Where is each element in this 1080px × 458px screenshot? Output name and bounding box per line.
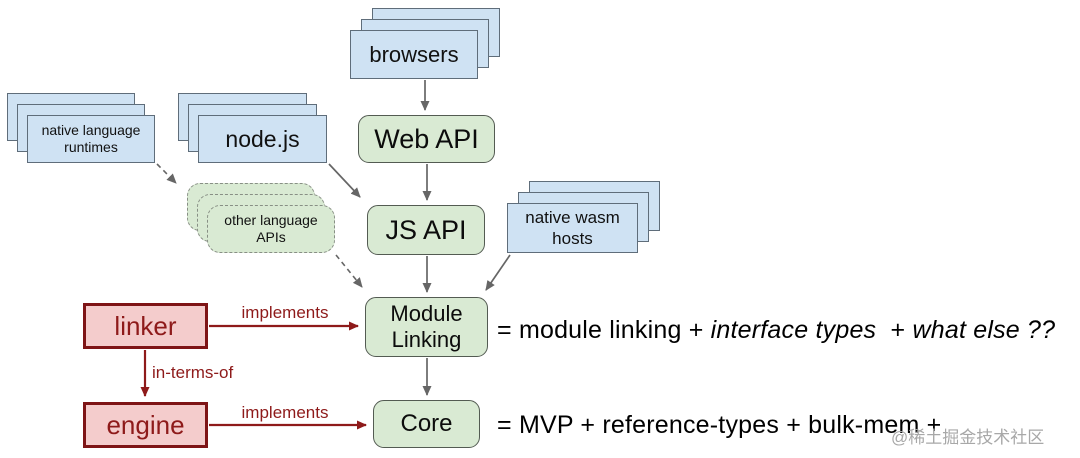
native-language-runtimes-label-line2: runtimes bbox=[64, 139, 118, 155]
module-linking-equation-interface-types: interface types bbox=[710, 316, 877, 344]
module-linking-label-line1: Module bbox=[390, 301, 463, 326]
module-linking-equation-what-else: what else ?? bbox=[912, 316, 1056, 344]
nodejs-stack: node.js bbox=[178, 93, 327, 163]
arrow-native-wasm-hosts-to-module-linking bbox=[485, 254, 511, 291]
native-language-runtimes-stack: native language runtimes bbox=[7, 93, 155, 163]
core-label: Core bbox=[400, 410, 453, 437]
nodejs-label: node.js bbox=[225, 125, 300, 152]
other-language-apis-stack: other language APIs bbox=[187, 183, 335, 253]
native-wasm-hosts-label-line1: native wasm bbox=[525, 208, 620, 227]
implements-label-linker: implements bbox=[241, 303, 329, 322]
js-api-node: JS API bbox=[367, 205, 485, 255]
linker-label: linker bbox=[114, 310, 177, 341]
js-api-label: JS API bbox=[385, 214, 467, 245]
other-language-apis-card: other language APIs bbox=[207, 205, 335, 253]
engine-label: engine bbox=[106, 409, 185, 440]
in-terms-of-label: in-terms-of bbox=[152, 363, 234, 382]
core-node: Core bbox=[373, 400, 480, 448]
nodejs-card: node.js bbox=[198, 115, 327, 163]
module-linking-label-line2: Linking bbox=[391, 327, 462, 352]
browsers-stack: browsers bbox=[350, 8, 500, 79]
native-wasm-hosts-card: native wasm hosts bbox=[507, 203, 638, 253]
dashed-arrow-other-apis-to-module-linking bbox=[335, 254, 363, 288]
linker-node: linker bbox=[83, 303, 208, 349]
implements-label-engine: implements bbox=[241, 403, 329, 422]
other-language-apis-label-line2: APIs bbox=[256, 229, 286, 245]
browsers-card: browsers bbox=[350, 30, 478, 79]
module-linking-equation-part2: + bbox=[876, 316, 913, 344]
native-language-runtimes-card: native language runtimes bbox=[27, 115, 155, 163]
arrow-nodejs-to-js-api bbox=[328, 163, 361, 198]
native-wasm-hosts-stack: native wasm hosts bbox=[507, 181, 660, 253]
engine-node: engine bbox=[83, 402, 208, 448]
dashed-arrow-runtimes-to-other-apis bbox=[156, 163, 177, 184]
native-language-runtimes-label-line1: native language bbox=[41, 122, 141, 138]
module-linking-equation: = module linking + interface types + wha… bbox=[497, 316, 1055, 345]
module-linking-node: Module Linking bbox=[365, 297, 488, 357]
other-language-apis-label-line1: other language bbox=[224, 212, 318, 228]
web-api-label: Web API bbox=[374, 123, 479, 154]
module-linking-equation-part1: = module linking + bbox=[497, 316, 711, 344]
web-api-node: Web API bbox=[358, 115, 495, 163]
core-equation: = MVP + reference-types + bulk-mem + bbox=[497, 411, 942, 439]
native-wasm-hosts-label-line2: hosts bbox=[552, 229, 593, 248]
watermark: @稀土掘金技术社区 bbox=[891, 428, 1045, 447]
browsers-label: browsers bbox=[369, 41, 459, 67]
